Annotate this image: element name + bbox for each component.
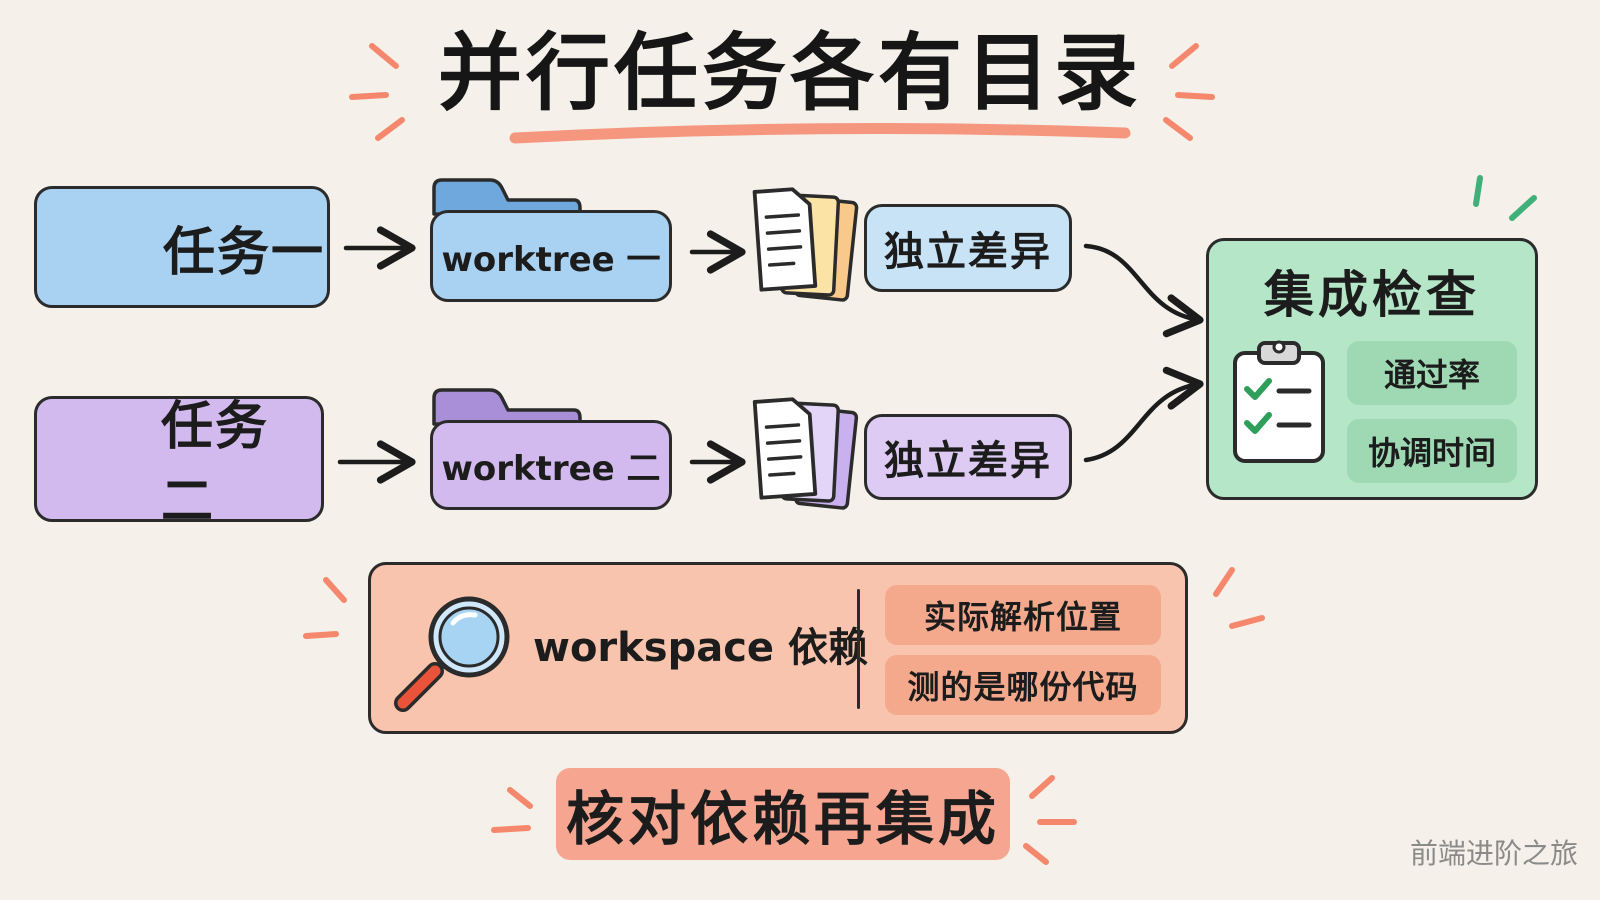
divider [857, 589, 860, 709]
worktree-two-box: worktree 二 [430, 420, 672, 510]
task-two-box: 任务二 [34, 396, 324, 532]
worktree-one-box: worktree 一 [430, 210, 672, 302]
task-one-label: 任务一 [163, 222, 326, 283]
task-two-label: 任务二 [161, 397, 270, 532]
workspace-label: workspace 依赖 [533, 625, 868, 671]
diff-one-label: 独立差异 [884, 229, 1052, 275]
arrow-icon [1083, 366, 1204, 463]
workspace-dependency-box: workspace 依赖 实际解析位置 测的是哪份代码 [368, 562, 1188, 734]
integration-check-box: 集成检查 通过率 协调时间 [1206, 238, 1538, 500]
pass-rate-item: 通过率 [1347, 341, 1517, 405]
which-code-tested-note: 测的是哪份代码 [885, 655, 1161, 715]
integration-title: 集成检查 [1264, 266, 1480, 324]
files-icon [752, 397, 859, 510]
folder-icon [432, 388, 582, 428]
folder-icon [432, 178, 582, 218]
workspace-accent-marks [303, 567, 1265, 639]
title-underline [509, 123, 1131, 144]
title-accent-marks [349, 43, 1215, 141]
diff-one-box: 独立差异 [864, 204, 1072, 292]
arrow-icon [1083, 243, 1204, 338]
resolve-location-note: 实际解析位置 [885, 585, 1161, 645]
task-one-box: 任务一 [34, 186, 330, 308]
page-title: 并行任务各有目录 [437, 24, 1142, 122]
conclusion-banner: 核对依赖再集成 [556, 768, 1010, 860]
clipboard-check-icon [1233, 340, 1325, 463]
magnifier-icon [394, 596, 510, 712]
diff-two-box: 独立差异 [864, 414, 1072, 500]
integration-accent-marks [1473, 175, 1537, 221]
banner-accent-marks [491, 775, 1077, 865]
diff-two-label: 独立差异 [884, 438, 1052, 484]
watermark: 前端进阶之旅 [1409, 837, 1578, 870]
files-icon [752, 187, 859, 302]
worktree-two-label: worktree 二 [441, 448, 661, 489]
worktree-one-label: worktree 一 [441, 239, 661, 280]
coordination-time-item: 协调时间 [1347, 419, 1517, 483]
